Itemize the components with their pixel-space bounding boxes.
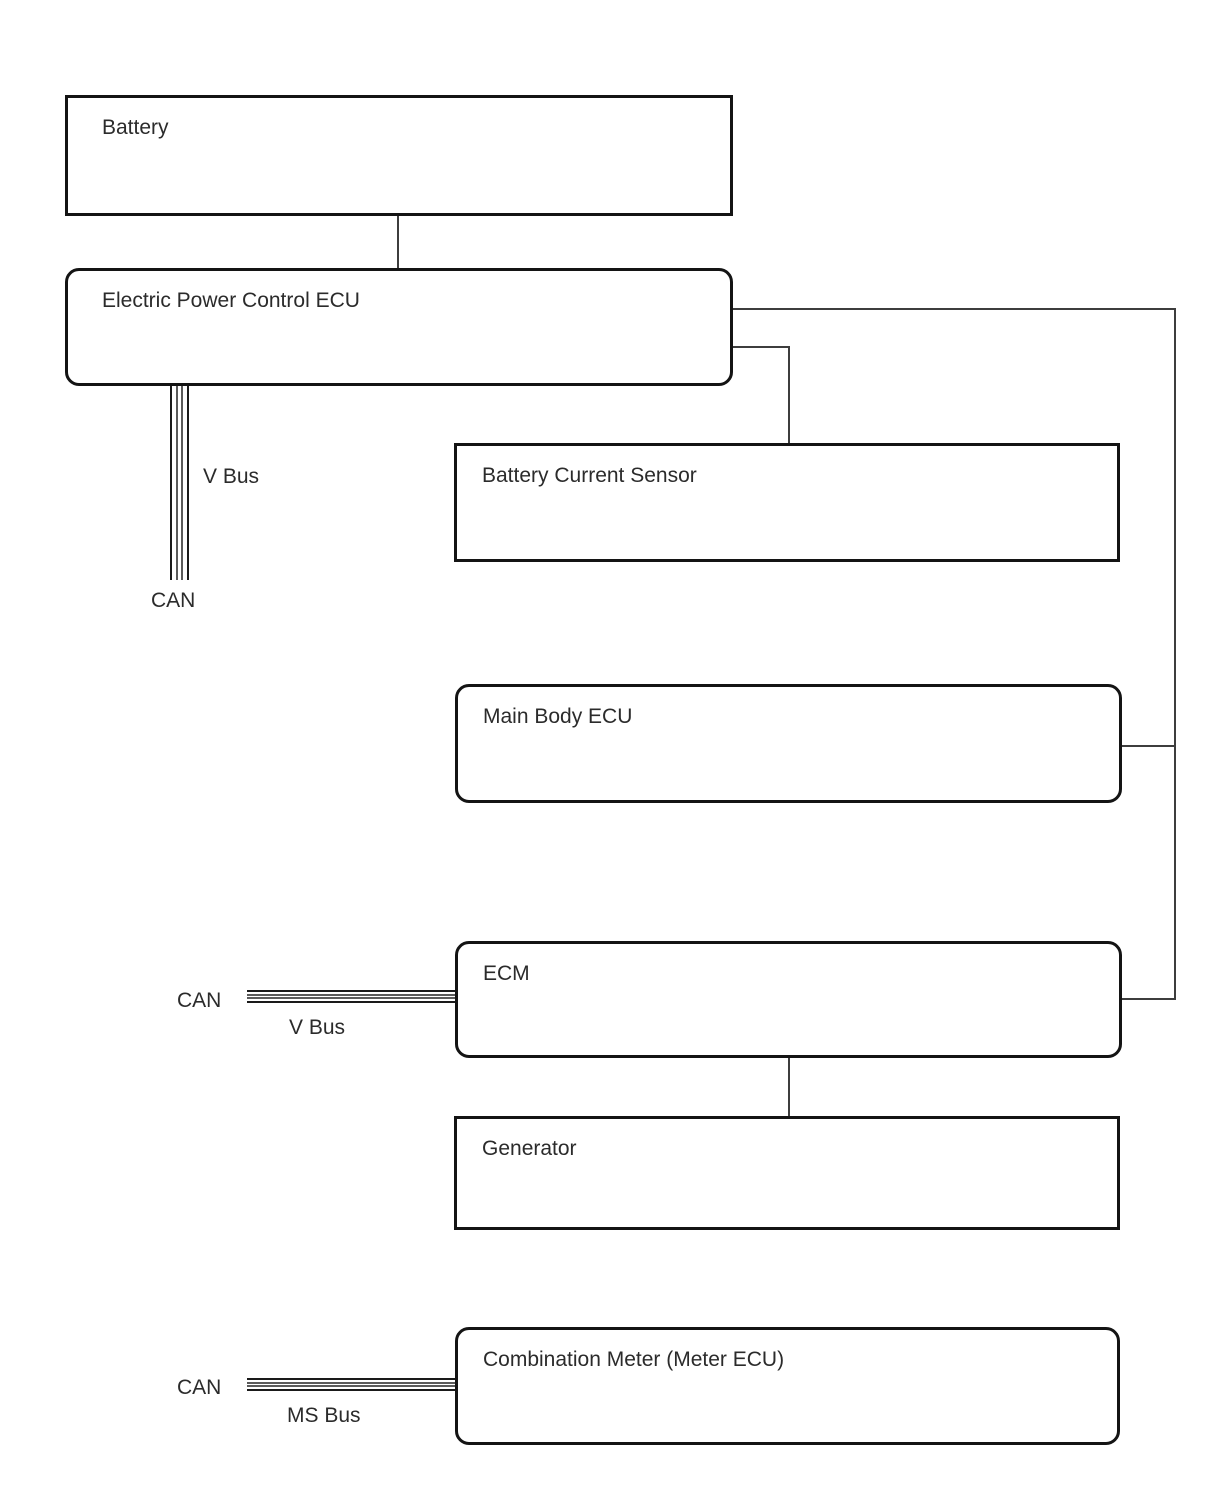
bus-wire xyxy=(247,1385,455,1388)
node-combination-meter-label: Combination Meter (Meter ECU) xyxy=(483,1348,785,1371)
connector-epc-ecu-to-battery-current-sensor-horizontal xyxy=(733,346,790,348)
bus-wire xyxy=(247,1388,455,1391)
bus-wire xyxy=(186,386,189,580)
node-battery: Battery xyxy=(65,95,733,216)
can-bus-combination-meter xyxy=(247,1378,455,1391)
bus-wire xyxy=(247,997,455,1000)
bus-wire xyxy=(175,386,178,580)
bus-wire xyxy=(247,993,455,996)
bus-wire xyxy=(170,386,172,580)
node-ecm: ECM xyxy=(455,941,1122,1058)
vbus-label-epc: V Bus xyxy=(203,465,260,488)
node-ecm-label: ECM xyxy=(483,962,530,985)
connector-battery-to-epc-ecu xyxy=(397,216,399,268)
can-bus-epc-ecu xyxy=(170,386,189,580)
connector-epc-ecu-right-rail-horizontal xyxy=(733,308,1176,310)
node-main-body-ecu: Main Body ECU xyxy=(455,684,1122,803)
connector-right-rail-vertical xyxy=(1174,308,1176,1000)
can-label-epc: CAN xyxy=(151,589,196,612)
node-battery-label: Battery xyxy=(102,116,169,139)
node-electric-power-control-ecu-label: Electric Power Control ECU xyxy=(102,289,360,312)
node-generator-label: Generator xyxy=(482,1137,577,1160)
node-electric-power-control-ecu: Electric Power Control ECU xyxy=(65,268,733,386)
node-battery-current-sensor-label: Battery Current Sensor xyxy=(482,464,697,487)
node-main-body-ecu-label: Main Body ECU xyxy=(483,705,633,728)
msbus-label-combination-meter: MS Bus xyxy=(287,1404,361,1427)
node-combination-meter: Combination Meter (Meter ECU) xyxy=(455,1327,1120,1445)
connector-ecm-to-generator xyxy=(788,1058,790,1116)
connector-main-body-ecu-to-rail xyxy=(1122,745,1174,747)
node-generator: Generator xyxy=(454,1116,1120,1230)
connector-epc-ecu-to-battery-current-sensor-vertical xyxy=(788,346,790,443)
node-battery-current-sensor: Battery Current Sensor xyxy=(454,443,1120,562)
bus-wire xyxy=(247,990,455,992)
bus-wire xyxy=(247,1381,455,1384)
connector-ecm-to-rail xyxy=(1122,998,1174,1000)
can-bus-ecm xyxy=(247,990,455,1003)
vbus-label-ecm: V Bus xyxy=(289,1016,346,1039)
bus-wire xyxy=(181,386,184,580)
can-label-combination-meter: CAN xyxy=(177,1376,222,1399)
bus-wire xyxy=(247,1000,455,1003)
bus-wire xyxy=(247,1378,455,1380)
can-label-ecm: CAN xyxy=(177,989,222,1012)
